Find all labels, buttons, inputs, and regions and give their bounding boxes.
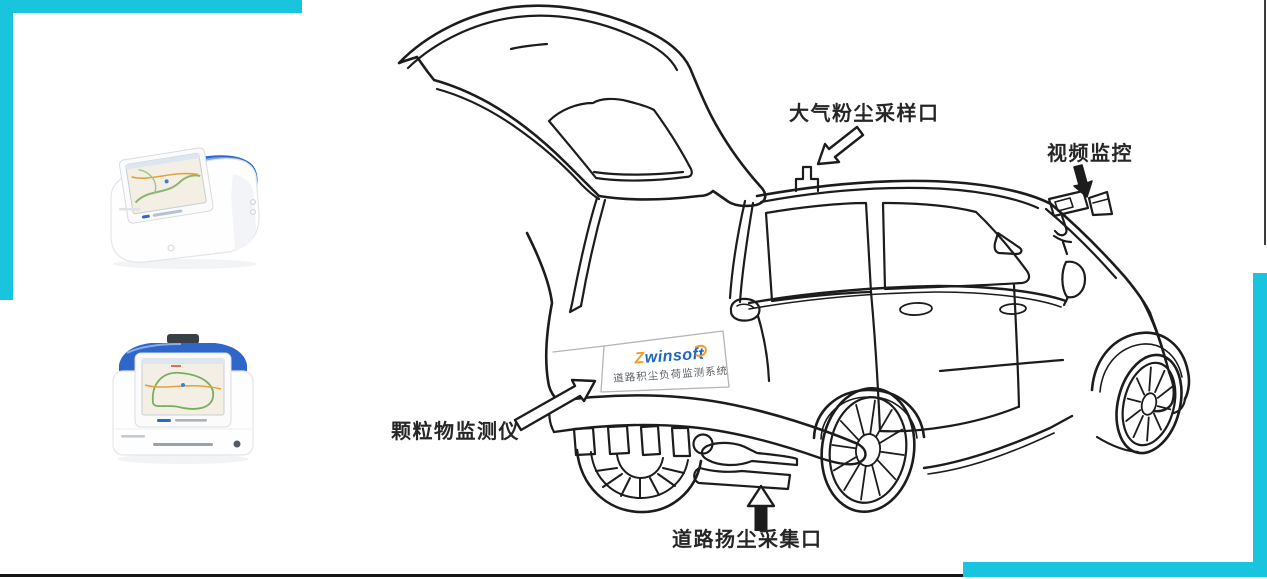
video-camera-drawing — [1047, 189, 1114, 256]
logo-panel — [600, 330, 730, 393]
label-particulate-monitor: 颗粒物监测仪 — [391, 421, 520, 443]
device-port — [250, 199, 256, 205]
arrow-down-left-icon — [816, 125, 865, 166]
rear-bumper — [548, 394, 867, 491]
bumper-slot — [670, 426, 692, 458]
side-body — [747, 201, 1087, 475]
rear-wheel — [812, 386, 926, 514]
side-mirror — [1061, 260, 1087, 299]
accent-bar-left — [0, 0, 13, 300]
door-handle — [899, 302, 933, 316]
accent-bar-bottom — [963, 562, 1267, 577]
label-video-monitoring: 视频监控 — [1047, 143, 1133, 165]
device-button — [167, 244, 175, 252]
mirror-sail-panel — [993, 231, 1023, 256]
device-logo-mark — [233, 440, 241, 448]
device-port — [250, 209, 256, 215]
taillight — [729, 297, 761, 322]
product-photo-monitor-3q — [110, 147, 260, 269]
far-rear-wheel — [575, 448, 703, 514]
roof — [755, 165, 1053, 210]
right-edge-line — [1264, 0, 1266, 245]
arrow-down-icon — [1073, 164, 1093, 198]
rear-body — [525, 199, 771, 403]
roof-sampling-port — [794, 165, 820, 193]
front-door-window — [881, 201, 1031, 291]
tailgate-strut — [570, 196, 599, 306]
arrow-up-right-icon — [513, 378, 597, 432]
road-dust-intake — [693, 466, 792, 491]
device-handle — [167, 334, 199, 344]
bottom-edge-line — [0, 574, 1267, 577]
tailgate-open — [397, 4, 767, 314]
door-handle — [999, 303, 1027, 315]
bumper-slot — [572, 426, 597, 457]
device-shadow — [117, 454, 249, 464]
bumper-slot — [639, 424, 662, 457]
front-wheel — [1115, 353, 1183, 455]
label-road-dust-collection-port: 道路扬尘采集口 — [672, 529, 823, 551]
accent-bar-top — [0, 0, 302, 13]
dust-intake-duct — [700, 441, 799, 467]
device-screen — [119, 147, 214, 224]
brand-logo: Zwinsoft — [634, 344, 707, 369]
tailgate-window — [547, 97, 693, 182]
arrow-up-icon — [746, 484, 776, 531]
vehicle-logo-decal: Zwinsoft 道路积尘负荷监测系统 — [599, 343, 741, 387]
accent-bar-right — [1253, 273, 1267, 577]
logo-swoosh-icon — [694, 344, 707, 357]
product-photo-monitor-front — [112, 334, 254, 464]
callout-arrows — [513, 125, 1093, 531]
bumper-slot — [606, 424, 631, 456]
device-screen — [134, 352, 232, 428]
label-atmospheric-dust-sampling-port: 大气粉尘采样口 — [789, 103, 940, 125]
rear-door-window — [764, 201, 873, 303]
